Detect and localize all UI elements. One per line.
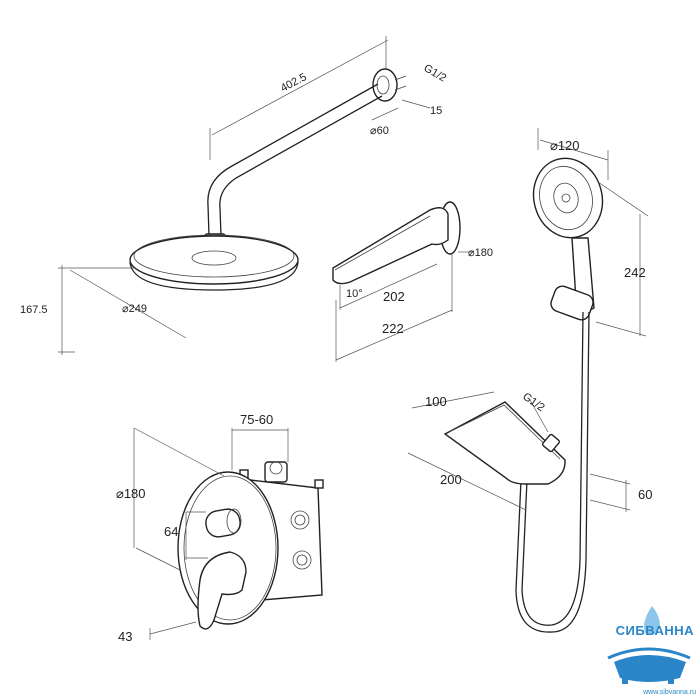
- mixer-lever-label: 43: [118, 629, 132, 644]
- arm-flange-diameter-label: ⌀60: [370, 125, 389, 137]
- mixer-depth-label: 75-60: [240, 412, 273, 427]
- shelf-dimension-lines: [407, 391, 631, 512]
- hand-dimension-lines: [537, 128, 649, 337]
- overhead-diameter-label: ⌀249: [122, 303, 147, 315]
- hand-diameter-label: ⌀120: [550, 138, 580, 153]
- shelf-depth-label: 100: [425, 394, 447, 409]
- spout-length-b-label: 222: [382, 321, 404, 336]
- overhead-height-label: 167.5: [20, 304, 48, 316]
- watermark-logo: [607, 606, 691, 684]
- mixer-dimension-lines: [133, 427, 289, 640]
- spout-angle-label: 10°: [346, 288, 363, 300]
- mixer-offset-label: 64: [164, 524, 178, 539]
- arm-flange-depth-label: 15: [430, 105, 442, 117]
- hand-shower: [515, 157, 604, 633]
- mixer-diameter-label: ⌀180: [116, 486, 146, 501]
- hand-height-label: 242: [624, 265, 646, 280]
- spout-flange-label: ⌀180: [468, 247, 493, 259]
- overhead-shower: [129, 68, 407, 291]
- bath-spout: [332, 201, 461, 285]
- spout-length-a-label: 202: [383, 289, 405, 304]
- watermark-brand: СИБВАННА: [615, 623, 694, 638]
- concealed-mixer: [177, 461, 324, 630]
- watermark-url: www.sibvanna.ru: [643, 689, 696, 696]
- shelf-height-label: 60: [638, 487, 652, 502]
- shelf-thread-label: G1/2: [520, 391, 546, 415]
- overhead-dimension-lines: [58, 36, 431, 355]
- arm-thread-label: G1/2: [422, 62, 449, 84]
- spout-dimension-lines: [335, 251, 472, 362]
- shelf-width-label: 200: [440, 472, 462, 487]
- shelf-outlet: [443, 401, 566, 485]
